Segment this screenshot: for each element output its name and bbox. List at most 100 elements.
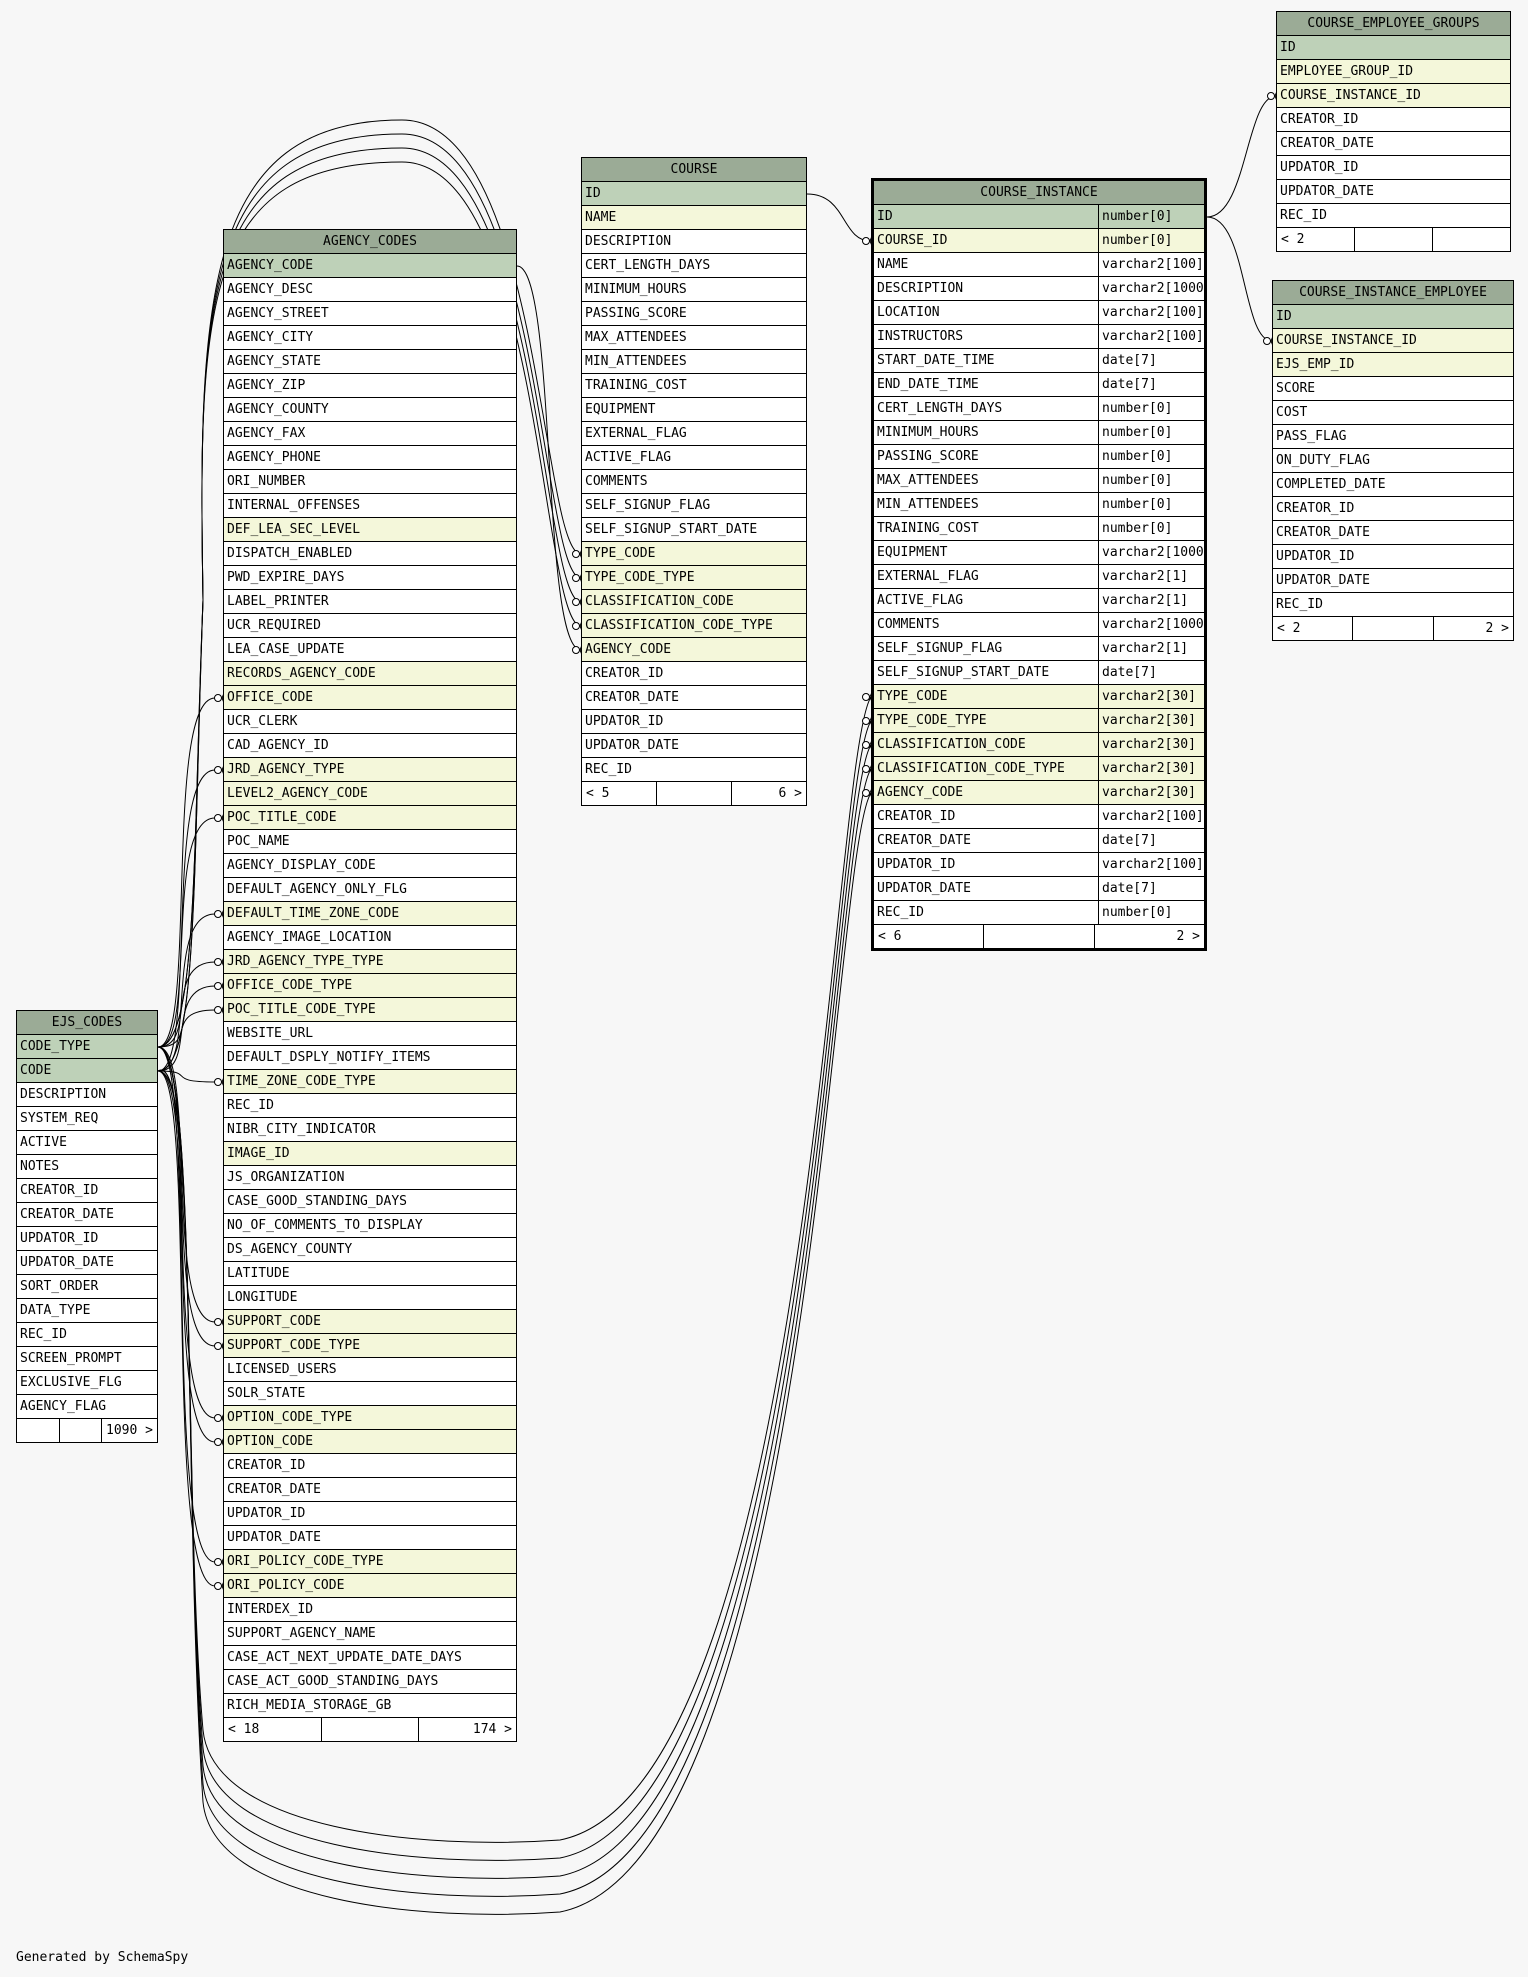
column-row[interactable]: AGENCY_CODE xyxy=(224,254,516,278)
column-row[interactable]: LATITUDE xyxy=(224,1262,516,1286)
column-row[interactable]: ACTIVE xyxy=(17,1131,157,1155)
column-row[interactable]: SELF_SIGNUP_FLAG xyxy=(582,494,806,518)
column-row[interactable]: LEA_CASE_UPDATE xyxy=(224,638,516,662)
column-row[interactable]: WEBSITE_URL xyxy=(224,1022,516,1046)
column-row[interactable]: REC_ID xyxy=(17,1323,157,1347)
column-row[interactable]: DS_AGENCY_COUNTY xyxy=(224,1238,516,1262)
column-row[interactable]: DESCRIPTION xyxy=(17,1083,157,1107)
column-row[interactable]: AGENCY_IMAGE_LOCATION xyxy=(224,926,516,950)
column-row[interactable]: LEVEL2_AGENCY_CODE xyxy=(224,782,516,806)
column-row[interactable]: REC_ID xyxy=(582,758,806,782)
column-row[interactable]: CREATOR_ID xyxy=(1273,497,1513,521)
column-row[interactable]: REC_ID xyxy=(224,1094,516,1118)
column-row[interactable]: CREATOR_DATE xyxy=(582,686,806,710)
column-row[interactable]: JRD_AGENCY_TYPE xyxy=(224,758,516,782)
column-row[interactable]: AGENCY_CODE xyxy=(582,638,806,662)
column-row[interactable]: ID xyxy=(1277,36,1510,60)
column-row[interactable]: UCR_CLERK xyxy=(224,710,516,734)
column-row[interactable]: AGENCY_ZIP xyxy=(224,374,516,398)
column-row[interactable]: DISPATCH_ENABLED xyxy=(224,542,516,566)
column-row[interactable]: OPTION_CODE_TYPE xyxy=(224,1406,516,1430)
column-row[interactable]: RECORDS_AGENCY_CODE xyxy=(224,662,516,686)
column-row[interactable]: ORI_NUMBER xyxy=(224,470,516,494)
column-row[interactable]: CODE xyxy=(17,1059,157,1083)
column-row[interactable]: CREATOR_DATE xyxy=(1273,521,1513,545)
column-row[interactable]: ID xyxy=(582,182,806,206)
column-row[interactable]: CASE_ACT_NEXT_UPDATE_DATE_DAYS xyxy=(224,1646,516,1670)
column-row[interactable]: CREATOR_ID xyxy=(224,1454,516,1478)
column-row[interactable]: TYPE_CODE_TYPE xyxy=(582,566,806,590)
column-row[interactable]: UPDATOR_DATE xyxy=(1273,569,1513,593)
column-row[interactable]: MIN_ATTENDEES xyxy=(582,350,806,374)
column-row[interactable]: NOTES xyxy=(17,1155,157,1179)
column-row[interactable]: OFFICE_CODE_TYPE xyxy=(224,974,516,998)
column-row[interactable]: SOLR_STATE xyxy=(224,1382,516,1406)
column-row[interactable]: RICH_MEDIA_STORAGE_GB xyxy=(224,1694,516,1718)
column-row[interactable]: UCR_REQUIRED xyxy=(224,614,516,638)
column-row[interactable]: UPDATOR_DATE xyxy=(17,1251,157,1275)
column-row[interactable]: LICENSED_USERS xyxy=(224,1358,516,1382)
column-row[interactable]: CERT_LENGTH_DAYS xyxy=(582,254,806,278)
column-row[interactable]: UPDATOR_DATE xyxy=(1277,180,1510,204)
column-row[interactable]: COMMENTS xyxy=(582,470,806,494)
column-row[interactable]: POC_TITLE_CODE xyxy=(224,806,516,830)
column-row[interactable]: JS_ORGANIZATION xyxy=(224,1166,516,1190)
column-row[interactable]: EXCLUSIVE_FLG xyxy=(17,1371,157,1395)
column-row[interactable]: COURSE_INSTANCE_ID xyxy=(1273,329,1513,353)
column-row[interactable]: ORI_POLICY_CODE_TYPE xyxy=(224,1550,516,1574)
column-row[interactable]: UPDATOR_ID xyxy=(224,1502,516,1526)
column-row[interactable]: POC_TITLE_CODE_TYPE xyxy=(224,998,516,1022)
column-row[interactable]: SCORE xyxy=(1273,377,1513,401)
column-row[interactable]: DEFAULT_TIME_ZONE_CODE xyxy=(224,902,516,926)
column-row[interactable]: OFFICE_CODE xyxy=(224,686,516,710)
column-row[interactable]: AGENCY_COUNTY xyxy=(224,398,516,422)
column-row[interactable]: SELF_SIGNUP_START_DATE xyxy=(582,518,806,542)
column-row[interactable]: DATA_TYPE xyxy=(17,1299,157,1323)
column-row[interactable]: AGENCY_STATE xyxy=(224,350,516,374)
column-row[interactable]: DEF_LEA_SEC_LEVEL xyxy=(224,518,516,542)
column-row[interactable]: LONGITUDE xyxy=(224,1286,516,1310)
column-row[interactable]: CREATOR_DATE xyxy=(224,1478,516,1502)
column-row[interactable]: NAME xyxy=(582,206,806,230)
column-row[interactable]: SORT_ORDER xyxy=(17,1275,157,1299)
column-row[interactable]: OPTION_CODE xyxy=(224,1430,516,1454)
column-row[interactable]: AGENCY_DISPLAY_CODE xyxy=(224,854,516,878)
column-row[interactable]: ORI_POLICY_CODE xyxy=(224,1574,516,1598)
column-row[interactable]: UPDATOR_ID xyxy=(17,1227,157,1251)
column-row[interactable]: TYPE_CODE xyxy=(582,542,806,566)
column-row[interactable]: IMAGE_ID xyxy=(224,1142,516,1166)
column-row[interactable]: NO_OF_COMMENTS_TO_DISPLAY xyxy=(224,1214,516,1238)
column-row[interactable]: EJS_EMP_ID xyxy=(1273,353,1513,377)
column-row[interactable]: COMPLETED_DATE xyxy=(1273,473,1513,497)
column-row[interactable]: CAD_AGENCY_ID xyxy=(224,734,516,758)
column-row[interactable]: LABEL_PRINTER xyxy=(224,590,516,614)
column-row[interactable]: ID xyxy=(1273,305,1513,329)
column-row[interactable]: TRAINING_COST xyxy=(582,374,806,398)
column-row[interactable]: UPDATOR_DATE xyxy=(582,734,806,758)
column-row[interactable]: COURSE_INSTANCE_ID xyxy=(1277,84,1510,108)
